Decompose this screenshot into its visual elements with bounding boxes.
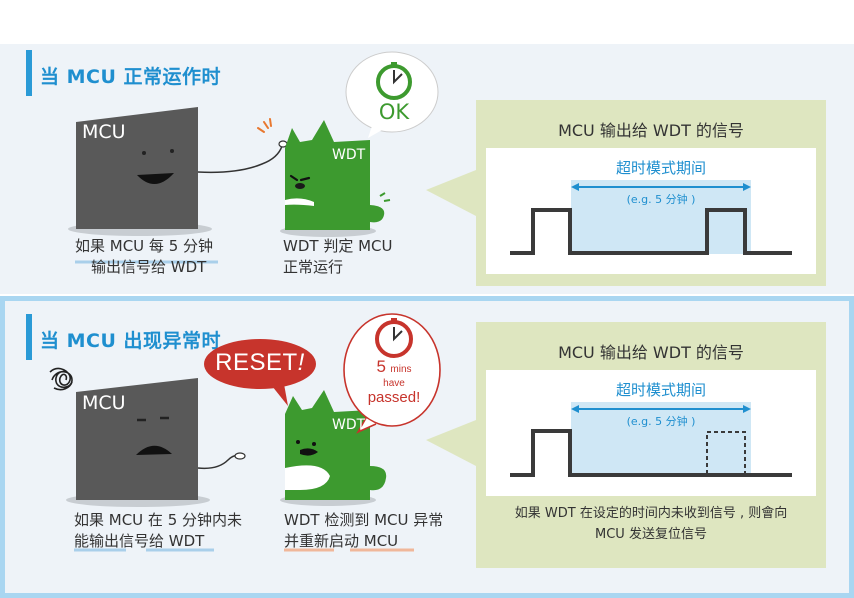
wdt-caption: WDT 判定 MCU 正常运行 [283, 236, 392, 278]
scribble-icon [49, 367, 73, 391]
wdt-label: WDT [332, 147, 366, 163]
arrow-head-left [571, 405, 579, 413]
clock-hands [393, 70, 403, 85]
wdt-eyes [289, 174, 311, 182]
period-label: 超时模式期间 [615, 159, 706, 177]
abnormal-title: 当 MCU 出现异常时 [40, 330, 222, 352]
timer-line-2: have [383, 378, 405, 389]
wdt-eye [296, 440, 300, 444]
signal-title: MCU 输出给 WDT 的信号 [558, 343, 744, 362]
caption-line: 正常运行 [283, 258, 344, 276]
clock-crown [391, 318, 397, 322]
timer-line-1: 5 mins [354, 357, 434, 377]
arrow-head-left [571, 183, 579, 191]
signal-pointer [426, 420, 476, 466]
mcu-smile [137, 173, 174, 185]
arrow-head-right [743, 183, 751, 191]
period-label: 超时模式期间 [615, 381, 706, 399]
wdt-paw [285, 465, 330, 490]
missing-pulse [706, 431, 746, 474]
title-accent-bar [26, 314, 32, 360]
reset-bubble-tail [272, 384, 288, 406]
caption-line: 并重新启动 MCU [284, 532, 399, 550]
caption-line: WDT 检测到 MCU 异常 [284, 511, 444, 529]
caption-line: 如果 MCU 在 5 分钟内未 [74, 511, 243, 529]
wdt-tail [370, 466, 387, 491]
timer-line-3: passed! [367, 389, 421, 406]
wdt-nose [295, 183, 305, 189]
timer-minutes: 5 [376, 357, 386, 376]
mcu-frown [136, 445, 172, 455]
wdt-label: WDT [332, 417, 366, 433]
wdt-paw [285, 198, 314, 206]
caption-line: 如果 MCU 每 5 分钟 [75, 237, 214, 255]
signal-waveform [510, 429, 792, 477]
wdt-mouth [300, 448, 318, 456]
signal-waveform [510, 208, 792, 255]
timer-text: 5 mins have passed! [354, 357, 434, 406]
timeout-period-region [571, 402, 751, 476]
title-accent-bar [26, 50, 32, 96]
arrow-head-right [743, 405, 751, 413]
caption-line: WDT 判定 MCU [283, 237, 393, 255]
timer-bubble-tail [356, 417, 377, 434]
note-line: 如果 WDT 在设定的时间内未收到信号 , 则會向 [514, 506, 788, 521]
reset-note: 如果 WDT 在设定的时间内未收到信号 , 则會向 MCU 发送复位信号 [486, 503, 816, 545]
normal-title: 当 MCU 正常运作时 [40, 66, 222, 88]
signal-title: MCU 输出给 WDT 的信号 [558, 121, 744, 140]
wdt-tail [370, 205, 385, 223]
mcu-eye [170, 149, 174, 153]
caption-line: 输出信号给 WDT [91, 258, 207, 276]
reset-exclamation: ! [297, 349, 305, 376]
ok-bubble-tail [368, 126, 382, 138]
mcu-character-sad [76, 378, 198, 500]
reset-text: RESET! [212, 349, 308, 377]
clock-hands [393, 327, 403, 342]
wdt-caption: WDT 检测到 MCU 异常 并重新启动 MCU [284, 510, 443, 552]
reset-bubble [204, 339, 316, 389]
mcu-label: MCU [82, 392, 126, 414]
mcu-character [76, 107, 198, 229]
mcu-arm [197, 454, 241, 470]
timeout-period-region [571, 180, 751, 254]
alert-sparks [257, 118, 272, 133]
reset-word: RESET [215, 349, 298, 376]
mcu-arm [197, 145, 283, 174]
signal-pointer [426, 170, 476, 216]
mcu-label: MCU [82, 121, 126, 143]
wdt-character [285, 120, 370, 230]
mcu-eye [142, 151, 146, 155]
period-example: (e.g. 5 分钟 ) [626, 415, 696, 428]
clock-crown [391, 62, 397, 66]
wdt-eye [312, 442, 316, 446]
timer-unit: mins [390, 364, 412, 375]
timer-bubble [343, 313, 441, 427]
period-example: (e.g. 5 分钟 ) [626, 193, 696, 206]
ok-text: OK [378, 100, 410, 124]
mcu-caption: 如果 MCU 每 5 分钟 输出信号给 WDT [75, 236, 213, 278]
wdt-tail-motion [379, 192, 391, 202]
mcu-caption: 如果 MCU 在 5 分钟内未 能输出信号给 WDT [74, 510, 242, 552]
mcu-hand [234, 452, 246, 460]
caption-line: 能输出信号给 WDT [74, 532, 205, 550]
note-line: MCU 发送复位信号 [595, 527, 707, 542]
